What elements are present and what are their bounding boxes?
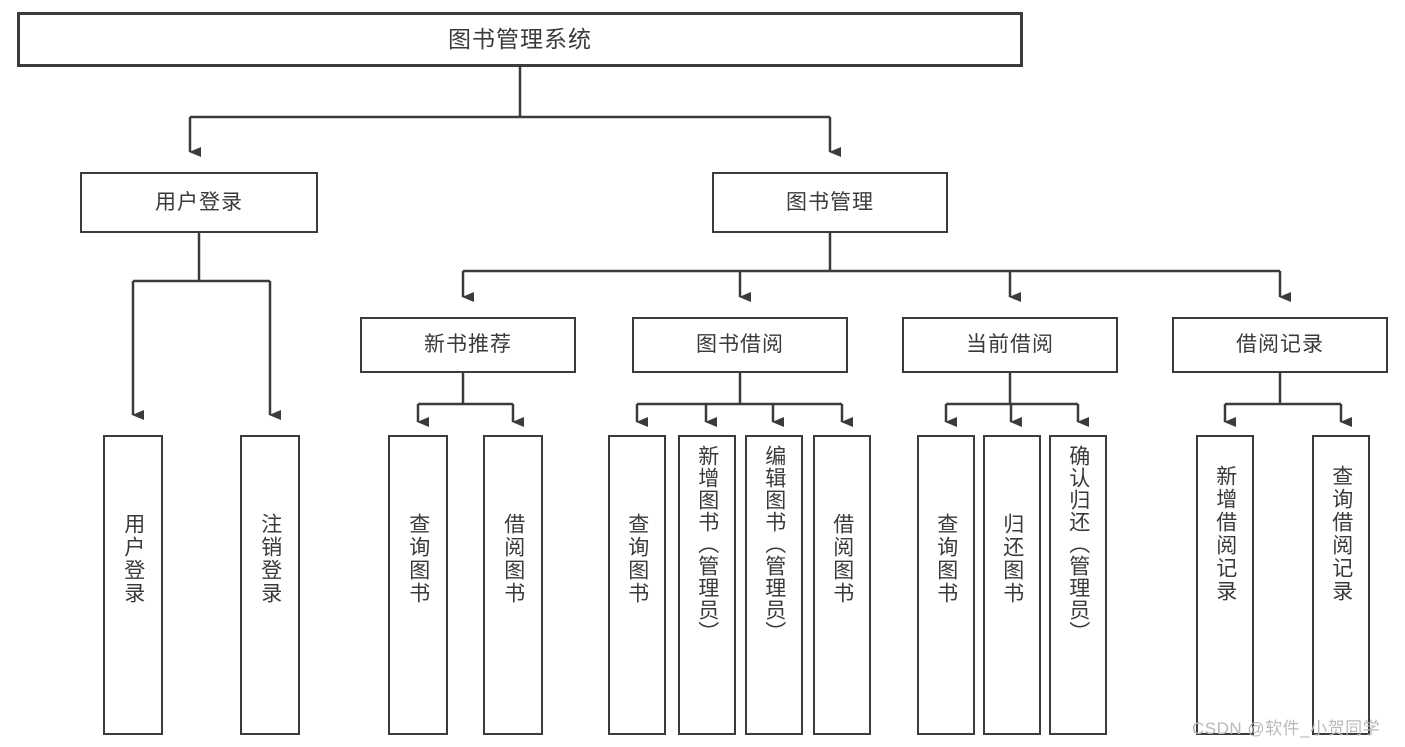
node-root-library-management-system[interactable]: 图书管理系统 xyxy=(17,12,1023,67)
leaf-borrow-books-recommend-label: 借阅图书 xyxy=(501,513,525,605)
leaf-query-borrow-record-label: 查询借阅记录 xyxy=(1329,465,1353,603)
leaf-query-books-current-label: 查询图书 xyxy=(934,513,958,605)
node-user-login[interactable]: 用户登录 xyxy=(80,172,318,233)
leaf-edit-book-admin-label: 编辑图书（管理员） xyxy=(762,445,786,643)
leaf-confirm-return-admin[interactable]: 确认归还（管理员） xyxy=(1049,435,1107,735)
leaf-logout[interactable]: 注销登录 xyxy=(240,435,300,735)
node-new-book-recommendation-label: 新书推荐 xyxy=(424,333,512,357)
leaf-logout-label: 注销登录 xyxy=(258,513,282,605)
leaf-return-books[interactable]: 归还图书 xyxy=(983,435,1041,735)
leaf-edit-book-admin[interactable]: 编辑图书（管理员） xyxy=(745,435,803,735)
leaf-add-book-admin[interactable]: 新增图书（管理员） xyxy=(678,435,736,735)
leaf-query-books-recommend-label: 查询图书 xyxy=(406,513,430,605)
node-borrowing-record-label: 借阅记录 xyxy=(1236,333,1324,357)
leaf-borrow-books-label: 借阅图书 xyxy=(830,513,854,605)
node-root-label: 图书管理系统 xyxy=(448,25,592,52)
node-book-management[interactable]: 图书管理 xyxy=(712,172,948,233)
leaf-query-books-recommend[interactable]: 查询图书 xyxy=(388,435,448,735)
leaf-borrow-books-recommend[interactable]: 借阅图书 xyxy=(483,435,543,735)
node-current-borrowing[interactable]: 当前借阅 xyxy=(902,317,1118,373)
leaf-user-login[interactable]: 用户登录 xyxy=(103,435,163,735)
leaf-query-books-borrow[interactable]: 查询图书 xyxy=(608,435,666,735)
leaf-add-borrow-record[interactable]: 新增借阅记录 xyxy=(1196,435,1254,735)
node-book-management-label: 图书管理 xyxy=(786,190,874,214)
csdn-watermark: CSDN @软件_小贺同学 xyxy=(1192,719,1381,738)
leaf-user-login-label: 用户登录 xyxy=(121,513,145,605)
leaf-add-book-admin-label: 新增图书（管理员） xyxy=(695,445,719,643)
node-current-borrowing-label: 当前借阅 xyxy=(966,333,1054,357)
leaf-return-books-label: 归还图书 xyxy=(1000,513,1024,605)
leaf-query-books-borrow-label: 查询图书 xyxy=(625,513,649,605)
node-new-book-recommendation[interactable]: 新书推荐 xyxy=(360,317,576,373)
leaf-confirm-return-admin-label: 确认归还（管理员） xyxy=(1066,445,1090,643)
leaf-borrow-books[interactable]: 借阅图书 xyxy=(813,435,871,735)
node-book-borrowing[interactable]: 图书借阅 xyxy=(632,317,848,373)
node-book-borrowing-label: 图书借阅 xyxy=(696,333,784,357)
leaf-query-books-current[interactable]: 查询图书 xyxy=(917,435,975,735)
leaf-query-borrow-record[interactable]: 查询借阅记录 xyxy=(1312,435,1370,735)
leaf-add-borrow-record-label: 新增借阅记录 xyxy=(1213,465,1237,603)
node-borrowing-record[interactable]: 借阅记录 xyxy=(1172,317,1388,373)
node-user-login-label: 用户登录 xyxy=(155,190,243,214)
